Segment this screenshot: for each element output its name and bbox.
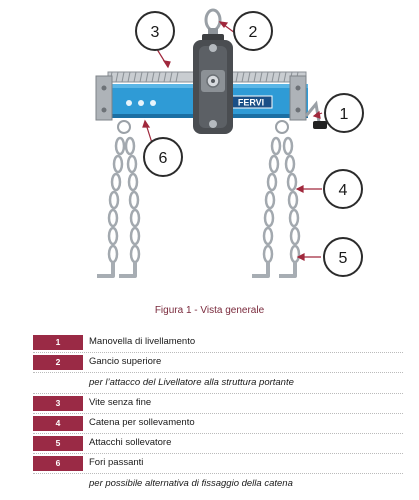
callout-label: 4: [339, 182, 348, 199]
legend-note: per l’attacco del Livellatore alla strut…: [89, 377, 294, 388]
top-hook: [202, 8, 224, 44]
lifting-attachments: [97, 262, 297, 278]
legend-row: 3 Vite senza fine: [33, 394, 403, 414]
crank-handle: [304, 100, 327, 129]
row-divider: [33, 372, 403, 373]
legend-note-row: per possibile alternativa di fissaggio d…: [33, 474, 403, 495]
callout-4: 4: [323, 169, 363, 209]
legend-number-badge: 2: [33, 355, 83, 370]
legend-row: 2 Gancio superiore: [33, 353, 403, 373]
chain-rings: [117, 120, 289, 134]
parts-legend: 1 Manovella di livellamento 2 Gancio sup…: [33, 333, 403, 495]
lifting-chain-left: [107, 136, 141, 264]
brand-logo-text: FERVI: [238, 98, 264, 108]
legend-number-badge: 5: [33, 436, 83, 451]
row-divider: [33, 413, 403, 414]
callout-6: 6: [143, 137, 183, 177]
callout-5: 5: [323, 237, 363, 277]
legend-note: per possibile alternativa di fissaggio d…: [89, 478, 293, 489]
legend-row: 1 Manovella di livellamento: [33, 333, 403, 353]
legend-label: Manovella di livellamento: [89, 336, 196, 347]
callout-label: 6: [159, 150, 168, 167]
legend-row: 4 Catena per sollevamento: [33, 414, 403, 434]
callout-2: 2: [233, 11, 273, 51]
row-divider: [33, 433, 403, 434]
row-divider: [33, 473, 403, 474]
callout-arrows: [142, 21, 323, 261]
load-leveler-illustration: FERVI: [95, 8, 364, 278]
legend-label: Fori passanti: [89, 457, 144, 468]
callout-1: 1: [324, 93, 364, 133]
legend-label: Catena per sollevamento: [89, 417, 195, 428]
legend-label: Gancio superiore: [89, 356, 162, 367]
row-divider: [33, 352, 403, 353]
fervi-logo: FERVI: [229, 95, 273, 109]
callout-label: 5: [339, 250, 348, 267]
legend-label: Attacchi sollevatore: [89, 437, 172, 448]
legend-row: 5 Attacchi sollevatore: [33, 434, 403, 454]
legend-number-badge: 6: [33, 456, 83, 471]
legend-note-row: per l’attacco del Livellatore alla strut…: [33, 373, 403, 394]
callout-label: 2: [249, 24, 258, 41]
legend-label: Vite senza fine: [89, 397, 152, 408]
callout-3: 3: [135, 11, 175, 51]
row-divider: [33, 453, 403, 454]
figure-caption: Figura 1 - Vista generale: [154, 305, 265, 316]
legend-number-badge: 1: [33, 335, 83, 350]
lifting-chain-right: [262, 136, 301, 264]
callout-label: 1: [340, 106, 349, 123]
legend-row: 6 Fori passanti: [33, 454, 403, 474]
central-plate: [193, 40, 233, 134]
row-divider: [33, 393, 403, 394]
callout-label: 3: [151, 24, 160, 41]
legend-number-badge: 3: [33, 396, 83, 411]
legend-number-badge: 4: [33, 416, 83, 431]
